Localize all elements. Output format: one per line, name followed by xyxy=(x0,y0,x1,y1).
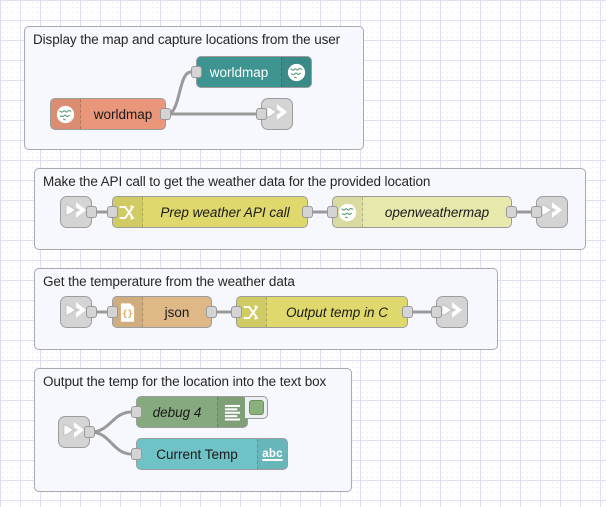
shuffle-icon xyxy=(237,297,267,327)
node-debug-4-input-port[interactable] xyxy=(131,406,142,418)
node-openweathermap[interactable]: openweathermap xyxy=(327,196,517,228)
shuffle-icon xyxy=(113,197,143,227)
node-output-temp-in-c-output-port[interactable] xyxy=(402,306,413,318)
node-worldmap-out-body: worldmap xyxy=(197,57,311,87)
node-output-temp-in-c-input-port[interactable] xyxy=(231,306,242,318)
node-link-in-1[interactable] xyxy=(60,196,97,228)
abc-icon: abc xyxy=(257,439,287,469)
node-output-temp-in-c-label: Output temp in C xyxy=(285,304,389,320)
node-link-out-3[interactable] xyxy=(431,296,468,328)
node-output-temp-in-c-body: Output temp in C xyxy=(237,297,407,327)
group-display-map-label: Display the map and capture locations fr… xyxy=(33,32,341,47)
node-worldmap-in-body: worldmap xyxy=(51,99,165,129)
node-link-out-2[interactable] xyxy=(531,196,568,228)
node-prep-weather-api-call-output-port[interactable] xyxy=(302,206,313,218)
node-json-input-port[interactable] xyxy=(107,306,118,318)
debug-toggle-indicator xyxy=(248,400,264,415)
node-link-in-2[interactable] xyxy=(60,296,97,328)
node-link-in-3-output-port[interactable] xyxy=(84,426,95,438)
node-current-temp-label: Current Temp xyxy=(156,446,238,462)
link-in-icon xyxy=(64,299,88,326)
node-json-output-port[interactable] xyxy=(206,306,217,318)
node-prep-weather-api-call-label: Prep weather API call xyxy=(160,204,290,220)
link-out-icon xyxy=(540,199,564,226)
group-output-temp[interactable]: Output the temp for the location into th… xyxy=(34,368,352,492)
node-current-temp[interactable]: Current Temp abc xyxy=(131,438,288,470)
node-output-temp-in-c[interactable]: Output temp in C xyxy=(231,296,413,328)
node-worldmap-out-input-port[interactable] xyxy=(191,66,202,78)
node-current-temp-input-port[interactable] xyxy=(131,448,142,460)
node-prep-weather-api-call-input-port[interactable] xyxy=(107,206,118,218)
node-worldmap-out[interactable]: worldmap xyxy=(191,56,312,88)
node-prep-weather-api-call[interactable]: Prep weather API call xyxy=(107,196,313,228)
node-debug-4-label: debug 4 xyxy=(152,404,202,420)
node-link-out-3-input-port[interactable] xyxy=(431,306,442,318)
node-worldmap-in[interactable]: worldmap xyxy=(50,98,171,130)
node-worldmap-out-label: worldmap xyxy=(209,64,269,80)
node-worldmap-in-label: worldmap xyxy=(93,106,153,122)
node-openweathermap-body: openweathermap xyxy=(333,197,511,227)
debug-toggle-button[interactable] xyxy=(245,396,268,419)
link-out-icon xyxy=(265,101,289,128)
globe-icon xyxy=(281,57,311,87)
node-link-in-3[interactable] xyxy=(58,416,95,448)
group-output-temp-label: Output the temp for the location into th… xyxy=(43,374,327,389)
globe-icon xyxy=(333,197,363,227)
node-debug-4[interactable]: debug 4 xyxy=(131,396,268,428)
group-display-map[interactable]: Display the map and capture locations fr… xyxy=(24,26,364,150)
node-openweathermap-input-port[interactable] xyxy=(327,206,338,218)
node-link-out-1-input-port[interactable] xyxy=(256,108,267,120)
json-braces-icon: {} xyxy=(113,297,143,327)
node-link-out-2-input-port[interactable] xyxy=(531,206,542,218)
node-current-temp-body: Current Temp abc xyxy=(137,439,287,469)
node-worldmap-in-output-port[interactable] xyxy=(160,108,171,120)
node-openweathermap-output-port[interactable] xyxy=(506,206,517,218)
node-link-in-1-output-port[interactable] xyxy=(86,206,97,218)
node-json-body: {} json xyxy=(113,297,211,327)
debug-lines-icon xyxy=(217,397,247,427)
node-openweathermap-label: openweathermap xyxy=(384,204,490,220)
node-link-out-1[interactable] xyxy=(256,98,293,130)
link-out-icon xyxy=(440,299,464,326)
node-prep-weather-api-call-body: Prep weather API call xyxy=(113,197,307,227)
group-get-temperature-label: Get the temperature from the weather dat… xyxy=(43,274,295,289)
globe-icon xyxy=(51,99,81,129)
link-in-icon xyxy=(62,419,86,446)
node-debug-4-body: debug 4 xyxy=(137,397,247,427)
node-json-label: json xyxy=(164,304,190,320)
node-link-in-2-output-port[interactable] xyxy=(86,306,97,318)
svg-text:{}: {} xyxy=(122,308,133,319)
group-api-call-label: Make the API call to get the weather dat… xyxy=(43,174,431,189)
node-json[interactable]: {} json xyxy=(107,296,217,328)
link-in-icon xyxy=(64,199,88,226)
